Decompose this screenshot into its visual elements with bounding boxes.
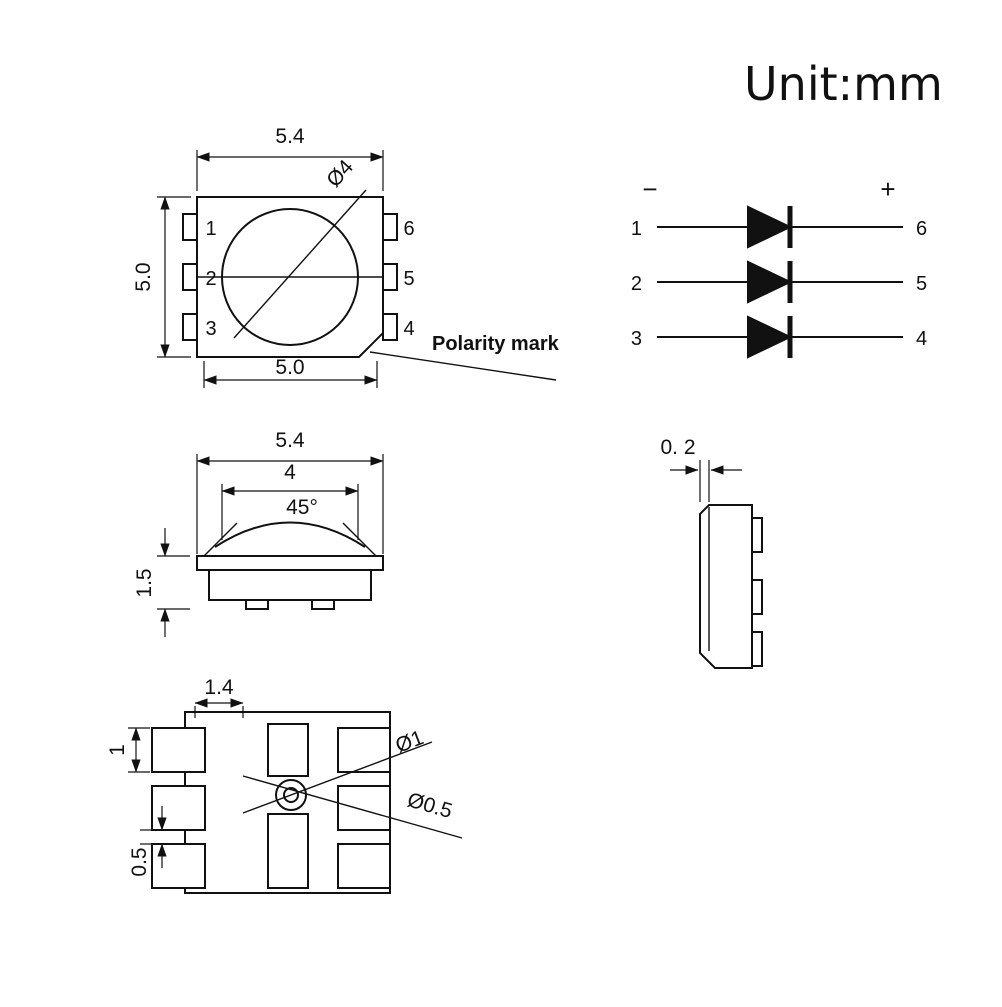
dim-4-chord: 4 bbox=[284, 461, 296, 484]
pin-number-5: 5 bbox=[403, 268, 414, 290]
top-view bbox=[157, 150, 557, 388]
plus-sign: + bbox=[880, 174, 895, 204]
angle-tick-left bbox=[200, 522, 238, 560]
diode-symbol bbox=[747, 205, 793, 249]
lens-dome-arc bbox=[214, 521, 366, 548]
profile-view-labels: 0. 2 bbox=[660, 436, 695, 459]
leader-hole-outer bbox=[242, 741, 433, 814]
pin-1-pad bbox=[182, 213, 198, 241]
center-hole-outer bbox=[275, 779, 307, 811]
lens-diameter-label: Ø4 bbox=[322, 155, 358, 191]
diode-symbol bbox=[747, 315, 793, 359]
polarity-mark-label: Polarity mark bbox=[432, 333, 560, 355]
pin-number-4: 4 bbox=[403, 318, 414, 340]
profile-view bbox=[670, 460, 763, 669]
pin-number-3: 3 bbox=[205, 318, 216, 340]
pin-number-6: 6 bbox=[403, 218, 414, 240]
pin-3-pad bbox=[182, 313, 198, 341]
side-view bbox=[157, 454, 384, 637]
dim-5_4-top: 5.4 bbox=[275, 125, 305, 148]
side-foot-left bbox=[245, 599, 269, 610]
schematic-pin-3: 3 bbox=[631, 328, 642, 350]
lens-circle bbox=[221, 208, 359, 346]
dim-5_0-bottom: 5.0 bbox=[275, 356, 304, 379]
profile-pad-top bbox=[751, 517, 763, 553]
lens-diameter-line bbox=[233, 189, 367, 339]
unit-title: Unit:mm bbox=[744, 57, 943, 111]
pin-6-pad bbox=[382, 213, 398, 241]
profile-pad-bottom bbox=[751, 631, 763, 667]
dim-0_5-gap: 0.5 bbox=[128, 847, 151, 876]
dim-1_4-pad-length: 1.4 bbox=[204, 676, 234, 699]
pin-number-2: 2 bbox=[205, 268, 216, 290]
angle-tick-right bbox=[342, 522, 380, 560]
pin-5-pad bbox=[382, 263, 398, 291]
side-view-labels: 5.4 4 45° 1.5 bbox=[133, 429, 318, 598]
schematic-pin-5: 5 bbox=[916, 273, 927, 295]
schematic-pin-4: 4 bbox=[916, 328, 927, 350]
center-hole-inner bbox=[283, 787, 299, 803]
hole-outer-label: Ø1 bbox=[392, 726, 426, 758]
schematic-pin-6: 6 bbox=[916, 218, 927, 240]
polarity-leader-line bbox=[369, 351, 557, 381]
diode-symbol bbox=[747, 260, 793, 304]
side-body bbox=[208, 569, 372, 601]
pad-middle-bottom bbox=[267, 813, 309, 889]
pad-left-3 bbox=[151, 843, 206, 889]
profile-pad-middle bbox=[751, 579, 763, 615]
pad-right-2 bbox=[337, 785, 391, 831]
schematic-pin-2: 2 bbox=[631, 273, 642, 295]
pad-right-3 bbox=[337, 843, 391, 889]
pin-number-1: 1 bbox=[205, 218, 216, 240]
pin-2-pad bbox=[182, 263, 198, 291]
dim-1-pad-width: 1 bbox=[106, 744, 129, 756]
dim-5_0-left: 5.0 bbox=[132, 262, 155, 291]
schematic: − + 1 6 2 5 3 4 bbox=[631, 174, 927, 359]
pad-left-1 bbox=[151, 727, 206, 773]
dim-1_5-height: 1.5 bbox=[133, 568, 156, 597]
pad-left-2 bbox=[151, 785, 206, 831]
bottom-view bbox=[128, 698, 463, 894]
pad-right-1 bbox=[337, 727, 391, 773]
angle-45-label: 45° bbox=[286, 496, 318, 519]
side-foot-right bbox=[311, 599, 335, 610]
side-top-plate bbox=[196, 555, 384, 571]
schematic-pin-1: 1 bbox=[631, 218, 642, 240]
hole-inner-label: Ø0.5 bbox=[405, 788, 455, 823]
minus-sign: − bbox=[642, 174, 657, 204]
leader-hole-inner bbox=[242, 775, 463, 839]
profile-body bbox=[699, 504, 753, 669]
pin-4-pad bbox=[382, 313, 398, 341]
pad-middle-top bbox=[267, 723, 309, 777]
dim-0_2-thickness: 0. 2 bbox=[660, 436, 695, 459]
dim-5_4-side: 5.4 bbox=[275, 429, 305, 452]
top-view-labels: 5.4 5.0 5.0 Ø4 1 2 3 6 5 4 Polarity mark bbox=[132, 125, 560, 379]
